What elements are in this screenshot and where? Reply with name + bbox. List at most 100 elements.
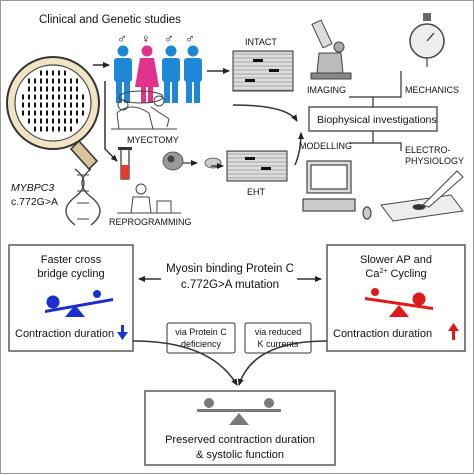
lens-mark bbox=[28, 118, 30, 124]
result-line1: Preserved contraction duration bbox=[165, 434, 315, 446]
intact-tissue-image bbox=[232, 50, 294, 92]
lens-mark bbox=[34, 126, 36, 132]
biophysical-label: Biophysical investigations bbox=[317, 114, 437, 126]
lens-mark bbox=[82, 102, 84, 108]
lens-mark bbox=[58, 102, 60, 108]
lens-mark bbox=[46, 118, 48, 124]
lens-mark bbox=[70, 118, 72, 124]
lens-mark bbox=[22, 102, 24, 108]
lens-mark bbox=[70, 94, 72, 100]
via-right-2: K currents bbox=[257, 339, 299, 349]
lens-mark bbox=[46, 126, 48, 132]
dna-icon bbox=[65, 168, 101, 226]
lens-mark bbox=[46, 94, 48, 100]
result-line2: & systolic function bbox=[196, 449, 284, 461]
lens-mark bbox=[82, 110, 84, 116]
lens-mark bbox=[22, 94, 24, 100]
right-box-line2: Ca2+ Cycling bbox=[365, 268, 426, 280]
via-right-1: via reduced bbox=[255, 327, 302, 337]
via-left-1: via Protein C bbox=[175, 327, 227, 337]
microscope-icon bbox=[310, 19, 352, 80]
biophysical-box: Biophysical investigations bbox=[308, 106, 438, 132]
lens-mark bbox=[34, 78, 36, 84]
seesaw-blue bbox=[45, 290, 113, 317]
lens-mark bbox=[58, 126, 60, 132]
lens-mark bbox=[52, 94, 54, 100]
lens-mark bbox=[52, 126, 54, 132]
eht-label: EHT bbox=[247, 187, 266, 197]
electrode-icon bbox=[380, 170, 464, 222]
lens-mark bbox=[28, 78, 30, 84]
lens-mark bbox=[28, 94, 30, 100]
lens-mark bbox=[46, 110, 48, 116]
lens-mark bbox=[64, 70, 66, 76]
mutation-code: c.772G>A bbox=[11, 196, 58, 208]
computer-icon bbox=[302, 160, 372, 220]
lens-mark bbox=[64, 118, 66, 124]
lens-mark bbox=[52, 70, 54, 76]
lens-mark bbox=[22, 110, 24, 116]
imaging-label: IMAGING bbox=[307, 85, 346, 95]
male-symbol: ♂ bbox=[164, 31, 174, 46]
lens-mark bbox=[76, 110, 78, 116]
male-figure bbox=[114, 45, 132, 103]
via-left-2: deficiency bbox=[181, 339, 222, 349]
electro-label-1: ELECTRO- bbox=[405, 145, 451, 155]
magnifier-icon bbox=[6, 56, 100, 171]
scientist-illustration bbox=[117, 183, 181, 214]
reprogramming-label: REPROGRAMMING bbox=[109, 217, 192, 227]
male-symbol: ♂ bbox=[185, 31, 195, 46]
left-box-line1: Faster cross bbox=[41, 254, 102, 266]
lens-mark bbox=[40, 70, 42, 76]
lens-mark bbox=[58, 94, 60, 100]
lens-mark bbox=[76, 86, 78, 92]
female-symbol: ♀ bbox=[141, 31, 151, 46]
lens-mark bbox=[64, 94, 66, 100]
test-tube-icon bbox=[118, 147, 132, 180]
lens-mark bbox=[52, 118, 54, 124]
lens-mark bbox=[46, 78, 48, 84]
lens-mark bbox=[82, 94, 84, 100]
center-title-2: c.772G>A mutation bbox=[181, 279, 279, 291]
lens-mark bbox=[40, 78, 42, 84]
lens-mark bbox=[40, 118, 42, 124]
lens-mark bbox=[58, 70, 60, 76]
lens-mark bbox=[58, 118, 60, 124]
lens-mark bbox=[52, 102, 54, 108]
right-box: Slower AP and Ca2+ Cycling Contraction d… bbox=[326, 244, 466, 352]
lens-mark bbox=[76, 94, 78, 100]
cell-icon bbox=[162, 151, 184, 171]
seesaw-gray bbox=[197, 398, 281, 425]
lens-mark bbox=[40, 126, 42, 132]
lens-mark bbox=[34, 102, 36, 108]
lens-mark bbox=[70, 110, 72, 116]
lens-mark bbox=[58, 110, 60, 116]
result-box: Preserved contraction duration & systoli… bbox=[144, 390, 336, 466]
lens-mark bbox=[64, 110, 66, 116]
lens-mark bbox=[40, 110, 42, 116]
lens-mark bbox=[34, 94, 36, 100]
myectomy-label: MYECTOMY bbox=[127, 135, 179, 145]
male-figure bbox=[162, 45, 180, 103]
lens-mark bbox=[34, 118, 36, 124]
lens-mark bbox=[46, 102, 48, 108]
left-box-line2: bridge cycling bbox=[37, 268, 104, 280]
lens-mark bbox=[58, 78, 60, 84]
surgery-illustration bbox=[111, 90, 177, 130]
lens-mark bbox=[70, 102, 72, 108]
lens-mark bbox=[28, 86, 30, 92]
lens-mark bbox=[28, 102, 30, 108]
up-arrow-icon bbox=[448, 323, 459, 340]
patient-group: ♂ ♀ ♂ ♂ bbox=[114, 31, 202, 103]
lens-mark bbox=[52, 86, 54, 92]
clinical-title: Clinical and Genetic studies bbox=[39, 14, 181, 26]
lens-mark bbox=[52, 78, 54, 84]
lens-mark bbox=[64, 102, 66, 108]
seesaw-red bbox=[365, 288, 433, 317]
via-k-currents-box: via reduced K currents bbox=[244, 322, 312, 354]
lens-mark bbox=[52, 110, 54, 116]
left-duration: Contraction duration bbox=[15, 328, 114, 340]
left-box: Faster cross bridge cycling Contraction … bbox=[8, 244, 134, 352]
modelling-label: MODELLING bbox=[299, 141, 352, 151]
